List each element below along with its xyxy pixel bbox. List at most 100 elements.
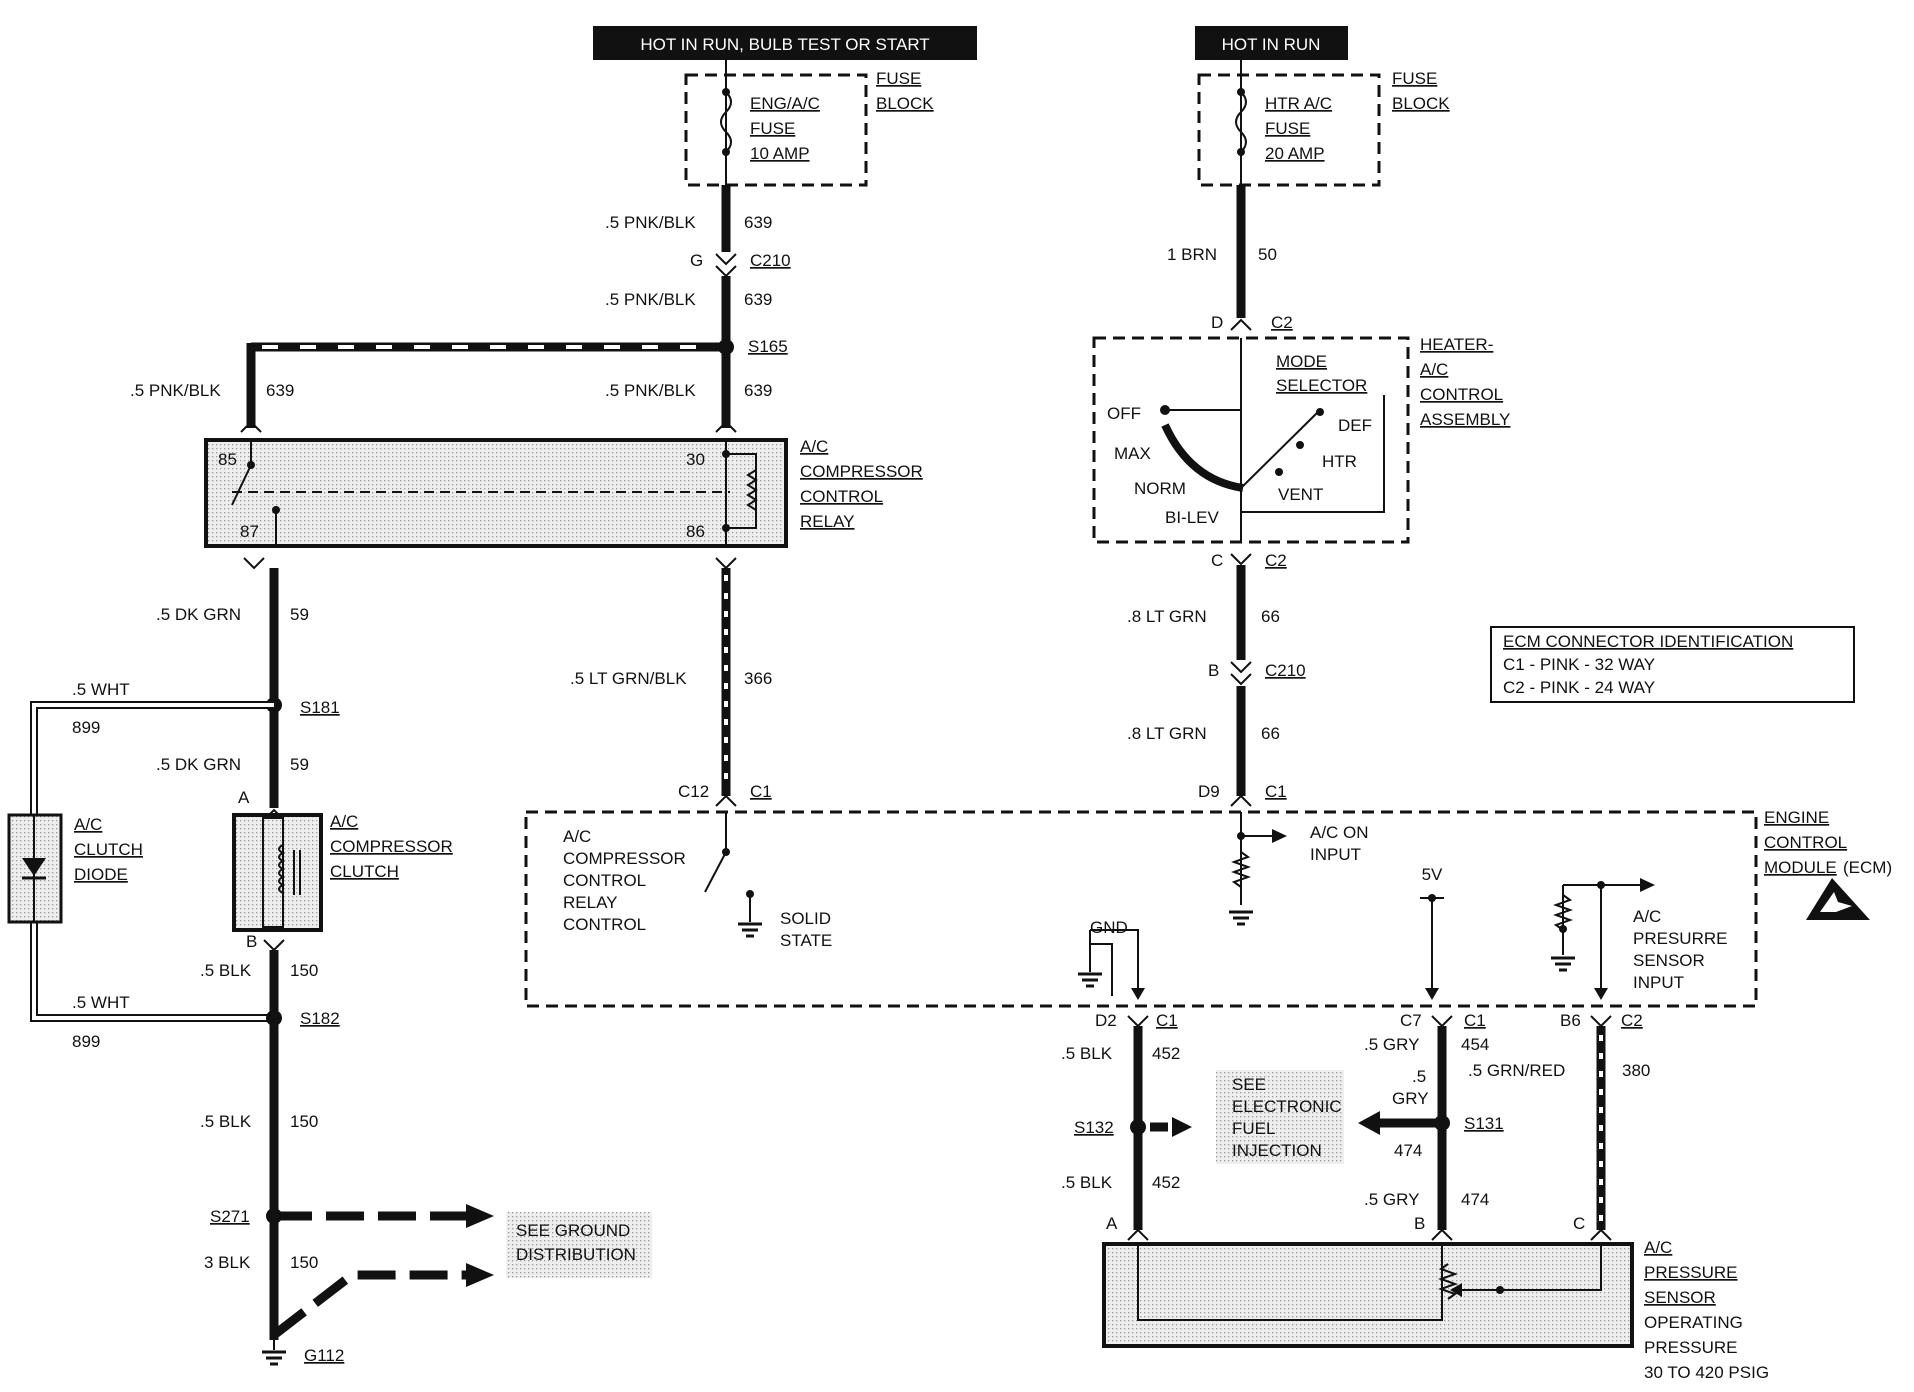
fuse-left-rating: 10 AMP — [750, 144, 810, 163]
ecm-label-3: MODULE — [1764, 858, 1837, 877]
banner-right-text: HOT IN RUN — [1222, 35, 1321, 54]
splice-s165: S165 — [748, 337, 788, 356]
mode-norm: NORM — [1134, 479, 1186, 498]
ecm-c1-label-c12: C1 — [750, 782, 772, 801]
efi-label-4: INJECTION — [1232, 1141, 1322, 1160]
wire-150-gauge-2: .5 BLK — [200, 1112, 252, 1131]
sensor-pin-b: B — [1414, 1214, 1425, 1233]
wire-59-circuit-2: 59 — [290, 755, 309, 774]
wire-474-circuit-1: 474 — [1394, 1141, 1422, 1160]
ecm-ps-4: INPUT — [1633, 973, 1684, 992]
sensor-label-1: A/C — [1644, 1238, 1672, 1257]
sensor-label-3: SENSOR — [1644, 1288, 1716, 1307]
wire-366: .5 LT GRN/BLK 366 C12 C1 — [570, 557, 772, 807]
mode-off: OFF — [1107, 404, 1141, 423]
mode-selector-2: SELECTOR — [1276, 376, 1367, 395]
wire-150-circuit-1: 150 — [290, 961, 318, 980]
ac-pressure-sensor: A/C PRESSURE SENSOR OPERATING PRESSURE 3… — [1102, 1238, 1769, 1382]
wire-66-gauge-2: .8 LT GRN — [1127, 724, 1207, 743]
wire-366-gauge: .5 LT GRN/BLK — [570, 669, 687, 688]
fuse-right-rating: 20 AMP — [1265, 144, 1325, 163]
control-assembly-label-3: CONTROL — [1420, 385, 1503, 404]
ecm-c1-label-c7: C1 — [1464, 1011, 1486, 1030]
efi-label-2: ELECTRONIC — [1232, 1097, 1342, 1116]
wire-452: D2 C1 .5 BLK 452 S132 .5 BLK 452 A — [1061, 1011, 1192, 1241]
fuse-right-block-2: BLOCK — [1392, 94, 1450, 113]
wire-366-circuit: 366 — [744, 669, 772, 688]
mode-max: MAX — [1114, 444, 1151, 463]
ecm-acon-2: INPUT — [1310, 845, 1361, 864]
wire-899-circuit-1: 899 — [72, 718, 100, 737]
wire-474-gauge-half: .5 — [1412, 1067, 1426, 1086]
wire-452-circuit-2: 452 — [1152, 1173, 1180, 1192]
ecm-c1-label-d2: C1 — [1156, 1011, 1178, 1030]
wire-150-gauge-1: .5 BLK — [200, 961, 252, 980]
clutch-label-3: CLUTCH — [330, 862, 399, 881]
splice-s271: S271 — [210, 1207, 250, 1226]
wire-474-gauge: .5 GRY — [1364, 1190, 1419, 1209]
ecm-relay-ctrl-2: COMPRESSOR — [563, 849, 686, 868]
wire-66-circuit-2: 66 — [1261, 724, 1280, 743]
wire-474-gauge-word: GRY — [1392, 1089, 1429, 1108]
wire-150-circuit-3: 150 — [290, 1253, 318, 1272]
sensor-pin-c: C — [1573, 1214, 1585, 1233]
ecm-relay-ctrl-4: RELAY — [563, 893, 618, 912]
wire-66-gauge-1: .8 LT GRN — [1127, 607, 1207, 626]
relay-label-2: COMPRESSOR — [800, 462, 923, 481]
c210-pin-b: B — [1208, 661, 1219, 680]
ecm-label-2: CONTROL — [1764, 833, 1847, 852]
wire-150: B .5 BLK 150 S182 .5 BLK 150 S271 3 BLK … — [200, 932, 494, 1366]
wire-899-circuit-2: 899 — [72, 1032, 100, 1051]
engine-control-module: A/C COMPRESSOR CONTROL RELAY CONTROL SOL… — [524, 808, 1892, 1008]
see-ground-distribution: SEE GROUND DISTRIBUTION — [506, 1212, 652, 1278]
ecm-label-1: ENGINE — [1764, 808, 1829, 827]
relay-label-3: CONTROL — [800, 487, 883, 506]
efi-label-3: FUEL — [1232, 1119, 1275, 1138]
control-assembly-label-4: ASSEMBLY — [1420, 410, 1510, 429]
relay-label-1: A/C — [800, 437, 828, 456]
wire-639-circuit-2: 639 — [744, 290, 772, 309]
fuse-right-name: HTR A/C — [1265, 94, 1332, 113]
c210-left-label: C210 — [750, 251, 791, 270]
wire-59: .5 DK GRN 59 S181 .5 DK GRN 59 A — [156, 557, 340, 821]
ecm-pin-c12: C12 — [678, 782, 709, 801]
wire-66-circuit-1: 66 — [1261, 607, 1280, 626]
ground-g112: G112 — [304, 1346, 344, 1365]
ecm-label-abbrev: (ECM) — [1843, 858, 1892, 877]
c2-pin-d: D — [1211, 313, 1223, 332]
ecm-solid-state-1: SOLID — [780, 909, 831, 928]
wire-452-gauge-2: .5 BLK — [1061, 1173, 1113, 1192]
ecm-gnd: GND — [1090, 918, 1128, 937]
wire-150-gauge-3: 3 BLK — [204, 1253, 251, 1272]
wire-59-circuit-1: 59 — [290, 605, 309, 624]
splice-s131: S131 — [1464, 1114, 1504, 1133]
c2-bottom-label: C2 — [1265, 551, 1287, 570]
wire-639-gauge-3: .5 PNK/BLK — [605, 381, 696, 400]
wire-150-circuit-2: 150 — [290, 1112, 318, 1131]
wire-59-gauge-1: .5 DK GRN — [156, 605, 241, 624]
wire-639-gauge-4: .5 PNK/BLK — [130, 381, 221, 400]
wire-454-circuit: 454 — [1461, 1035, 1489, 1054]
ground-label-1: SEE GROUND — [516, 1221, 630, 1240]
wire-899: .5 WHT 899 .5 WHT 899 — [30, 680, 274, 1051]
ecm-pin-c7: C7 — [1400, 1011, 1422, 1030]
ecm-connector-id-table: ECM CONNECTOR IDENTIFICATION C1 - PINK -… — [1490, 626, 1855, 703]
fuse-left-block-2: BLOCK — [876, 94, 934, 113]
clutch-pin-a: A — [238, 788, 250, 807]
wire-899-gauge-2: .5 WHT — [72, 993, 130, 1012]
ecm-c2-label-b6: C2 — [1621, 1011, 1643, 1030]
ecm-c1-label-d9: C1 — [1265, 782, 1287, 801]
wire-639: .5 PNK/BLK 639 G C210 .5 PNK/BLK 639 S16… — [130, 185, 791, 433]
ecm-5v: 5V — [1422, 865, 1443, 884]
ecm-relay-ctrl-5: CONTROL — [563, 915, 646, 934]
wire-639-circuit-3: 639 — [744, 381, 772, 400]
relay-pin-85: 85 — [218, 450, 237, 469]
wire-50: 1 BRN 50 D C2 — [1167, 185, 1293, 332]
fuse-right-block-1: FUSE — [1392, 69, 1437, 88]
ac-clutch-diode: A/C CLUTCH DIODE — [7, 813, 143, 924]
sensor-label-2: PRESSURE — [1644, 1263, 1738, 1282]
ac-compressor-clutch: A/C COMPRESSOR CLUTCH — [232, 812, 453, 932]
sensor-label-5: PRESSURE — [1644, 1338, 1738, 1357]
wire-59-gauge-2: .5 DK GRN — [156, 755, 241, 774]
